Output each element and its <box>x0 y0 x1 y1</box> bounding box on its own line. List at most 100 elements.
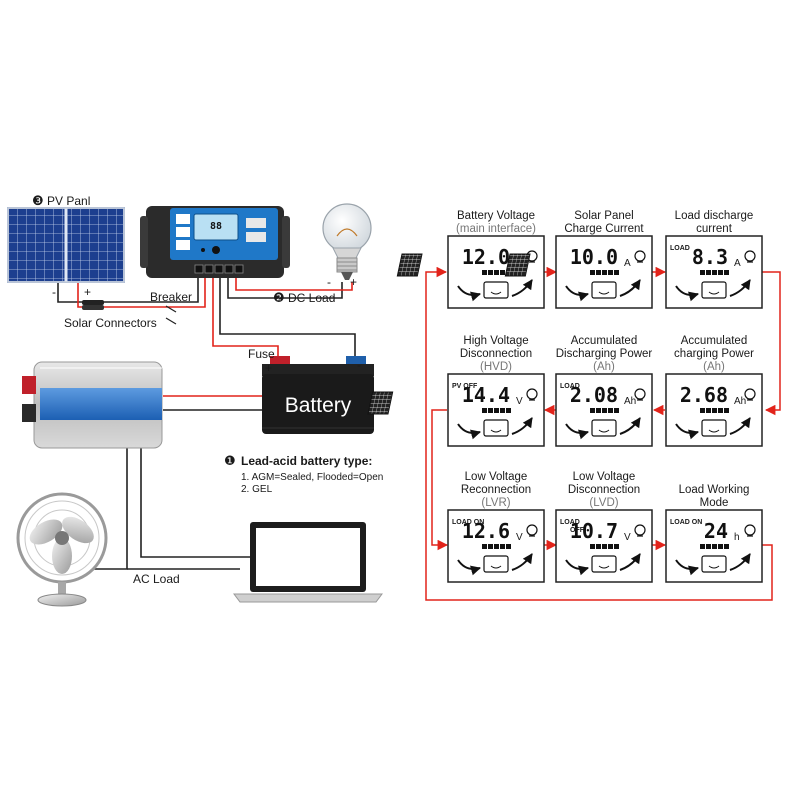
battery-type-line-1: 1. AGM=Sealed, Flooded=Open <box>241 472 383 483</box>
screen-value: 2.08 <box>570 383 618 407</box>
screen-title-line: (LVD) <box>589 497 618 509</box>
cycle-arrows <box>425 266 781 601</box>
dc-plus-label: + <box>350 275 357 289</box>
screen-title-line: Battery Voltage <box>457 210 535 222</box>
screen-title-line: Low Voltage <box>465 471 528 483</box>
battery-face-icon <box>483 419 509 437</box>
fuse-label: Fuse <box>248 347 275 361</box>
pv-panel-label: PV Panl <box>47 194 90 208</box>
screen-value: 2.68 <box>680 383 728 407</box>
battery-level-icon <box>700 270 729 275</box>
battery-face-icon <box>701 281 727 299</box>
battery-level-icon <box>700 544 729 549</box>
breaker <box>165 305 177 325</box>
screen-title-line: (Ah) <box>703 361 725 373</box>
battery-label: Battery <box>285 394 352 417</box>
bulb-icon <box>744 524 756 536</box>
pv-panel-number: ❸ <box>32 193 44 208</box>
battery-face-icon <box>591 555 617 573</box>
screen-title-line: Reconnection <box>461 484 531 496</box>
bulb-icon <box>634 250 646 262</box>
solar-connectors <box>82 300 104 310</box>
battery-face-icon <box>483 555 509 573</box>
screen-title-line: Mode <box>700 497 729 509</box>
battery-face-icon <box>701 555 727 573</box>
bulb-icon <box>526 388 538 400</box>
discharge-flow-arrow-icon <box>619 553 641 571</box>
screen-value: 10.0 <box>570 245 618 269</box>
dc-load-number: ❷ <box>273 290 285 305</box>
screen-tag2: OFF <box>570 527 585 534</box>
screen-unit: h <box>734 532 740 543</box>
battery-type-number: ❶ <box>224 453 236 468</box>
bulb-icon <box>634 388 646 400</box>
screen-tag: LOAD <box>560 519 580 526</box>
mini-solar-panel-icon <box>504 253 531 277</box>
charge-flow-arrow-icon <box>457 559 481 576</box>
screen-title-line: (HVD) <box>480 361 512 373</box>
screen-unit: A <box>734 258 741 269</box>
charge-flow-arrow-icon <box>565 285 589 302</box>
desk-fan <box>16 492 108 607</box>
mini-solar-panel-icon <box>396 253 423 277</box>
discharge-flow-arrow-icon <box>619 279 641 297</box>
inverter <box>22 361 163 449</box>
solar-connectors-label: Solar Connectors <box>64 316 157 330</box>
charge-flow-arrow-icon <box>675 423 699 440</box>
screen-title-line: Solar Panel <box>574 210 633 222</box>
discharge-flow-arrow-icon <box>511 417 533 435</box>
pv-minus-label: - <box>52 285 56 299</box>
breaker-label: Breaker <box>150 290 192 304</box>
ac-load-label: AC Load <box>133 572 180 586</box>
screen-title-line: Disconnection <box>460 348 532 360</box>
charge-flow-arrow-icon <box>457 423 481 440</box>
battery-plus-label: + <box>265 361 272 375</box>
screen-unit: Ah <box>624 396 636 407</box>
dc-load-label: DC Load <box>288 291 335 305</box>
screen-title-line: Charge Current <box>564 223 644 235</box>
discharge-flow-arrow-icon <box>729 553 751 571</box>
charge-flow-arrow-icon <box>457 285 481 302</box>
battery-level-icon <box>482 544 511 549</box>
battery-face-icon <box>701 419 727 437</box>
screen-title-line: Accumulated <box>571 335 637 347</box>
lcd-screen-8: Low VoltageDisconnection(LVD)LOADOFF10.7… <box>555 471 653 583</box>
battery-type-line-2: 2. GEL <box>241 484 273 495</box>
screen-title-line: Discharging Power <box>556 348 653 360</box>
battery-level-icon <box>590 270 619 275</box>
mini-solar-panel-icon <box>367 391 394 415</box>
battery-face-icon <box>483 281 509 299</box>
laptop <box>233 522 383 603</box>
battery-type-title: Lead-acid battery type: <box>241 454 372 468</box>
pv-plus-label: + <box>84 285 91 299</box>
screen-tag: LOAD ON <box>452 519 484 526</box>
lcd-screens: Battery Voltage(main interface)12.0VSola… <box>367 210 763 583</box>
screen-title-line: (Ah) <box>593 361 615 373</box>
screen-tag: LOAD <box>560 383 580 390</box>
screen-unit: V <box>624 532 631 543</box>
battery-face-icon <box>591 419 617 437</box>
screen-tag: PV OFF <box>452 383 478 390</box>
charge-flow-arrow-icon <box>675 285 699 302</box>
battery <box>262 356 374 434</box>
battery-level-icon <box>590 544 619 549</box>
screen-unit: A <box>624 258 631 269</box>
screen-unit: V <box>516 532 523 543</box>
discharge-flow-arrow-icon <box>729 417 751 435</box>
light-bulb <box>322 203 372 280</box>
battery-minus-label: - <box>357 358 361 372</box>
charge-flow-arrow-icon <box>565 559 589 576</box>
screen-title-line: (LVR) <box>481 497 510 509</box>
screen-title-line: Disconnection <box>568 484 640 496</box>
screen-cycle-diagram: Battery Voltage(main interface)12.0VSola… <box>367 210 781 601</box>
screen-value: 24 <box>704 519 728 543</box>
battery-level-icon <box>590 408 619 413</box>
screen-title-line: Load Working <box>679 484 750 496</box>
discharge-flow-arrow-icon <box>619 417 641 435</box>
